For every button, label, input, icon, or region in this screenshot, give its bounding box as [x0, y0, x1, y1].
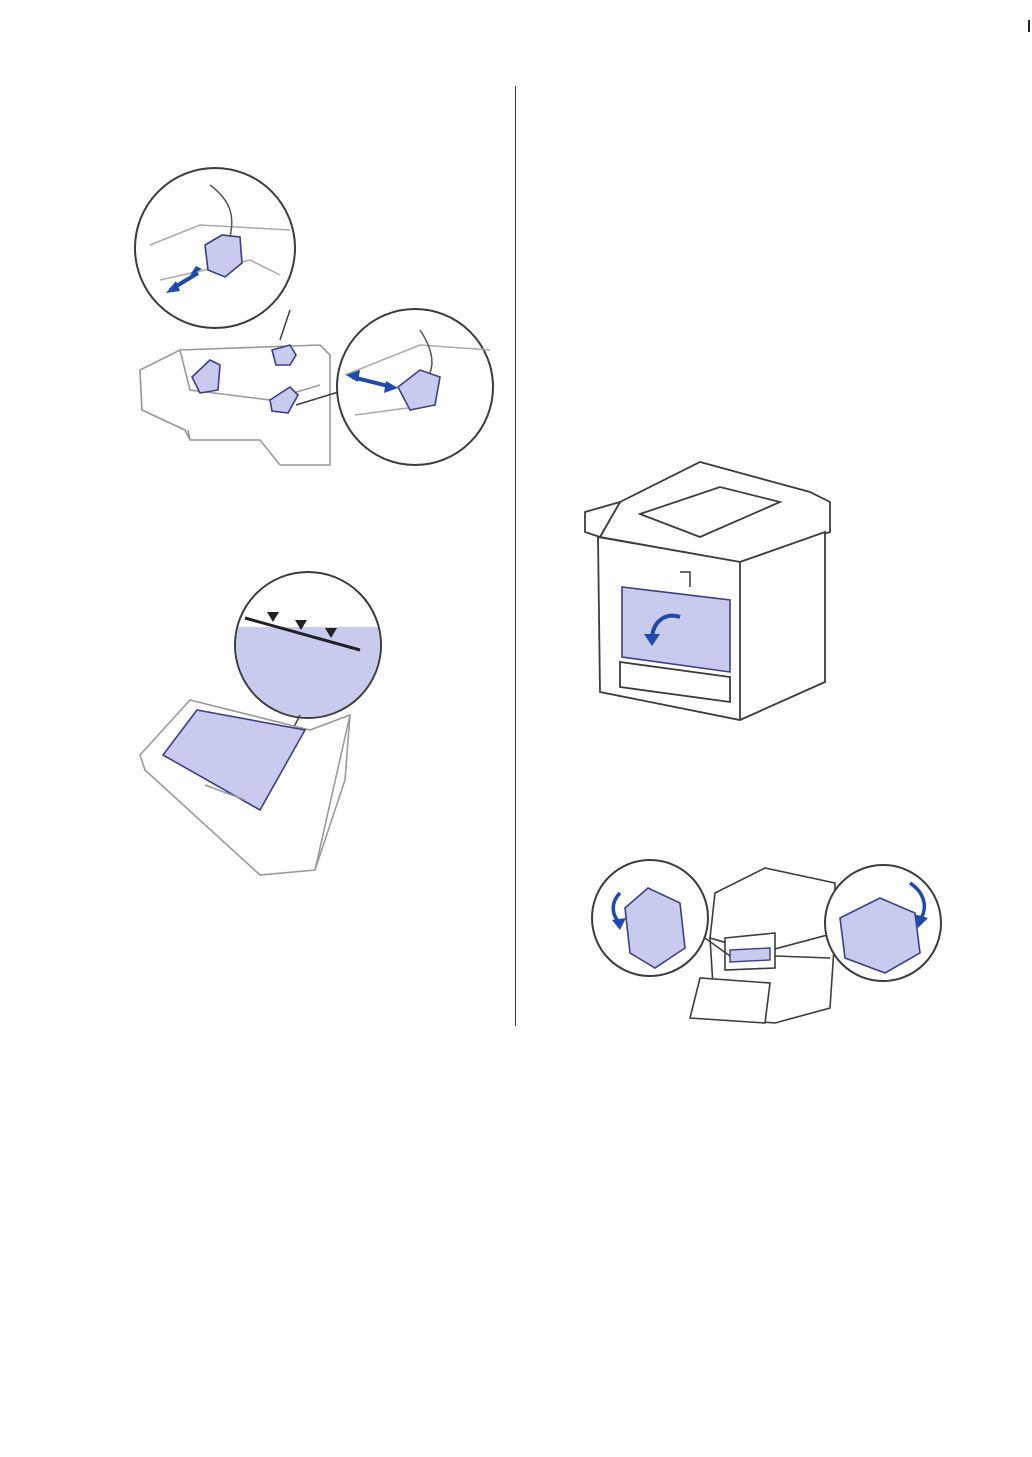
paper-tray-guides-illustration — [130, 165, 500, 470]
paper-tray-loaded-illustration — [135, 570, 390, 885]
fuser-levers-illustration — [590, 858, 945, 1023]
column-divider — [515, 86, 516, 1026]
printer-back-cover-illustration — [580, 462, 840, 724]
crop-mark — [1028, 20, 1030, 32]
